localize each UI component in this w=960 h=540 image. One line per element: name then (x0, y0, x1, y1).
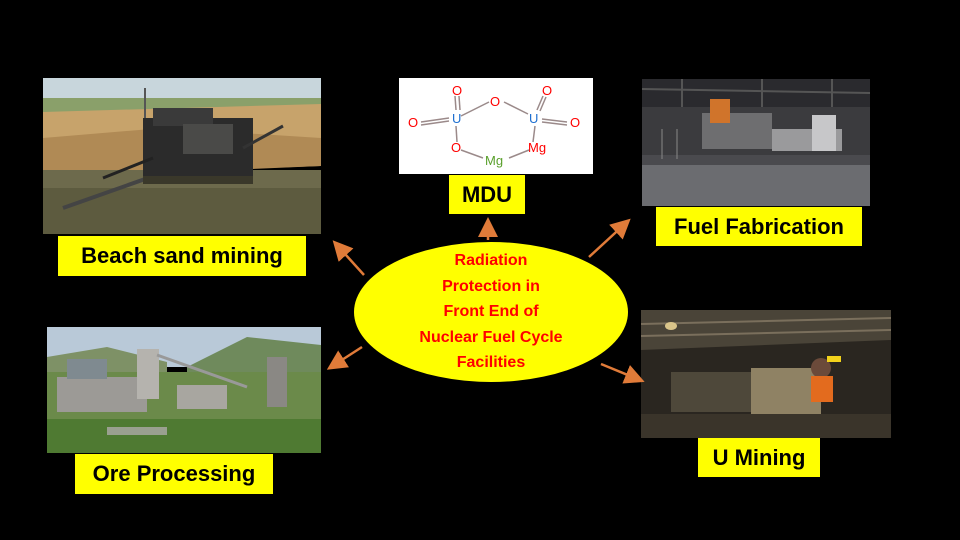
oxygen-atom: O (408, 115, 418, 130)
arrow-to-umining (600, 362, 645, 384)
center-title-line: Radiation (454, 252, 528, 270)
beach-sand-mining-photo (43, 78, 321, 234)
center-title-line: Nuclear Fuel Cycle (419, 328, 563, 346)
center-title-line: Protection in (442, 277, 540, 295)
uranium-atom: U (452, 111, 461, 126)
oxygen-atom: O (542, 83, 552, 98)
arrow-to-fuel (588, 218, 631, 258)
center-title: Radiation Protection in Front End of Nuc… (386, 248, 596, 376)
arrow-to-ore (326, 345, 363, 370)
center-title-line: Facilities (456, 354, 526, 372)
oxygen-atom: O (570, 115, 580, 130)
ore-processing-label: Ore Processing (75, 454, 273, 494)
ore-processing-photo (47, 327, 321, 453)
beach-sand-mining-label: Beach sand mining (58, 236, 306, 276)
oxygen-atom: O (490, 94, 500, 109)
oxygen-atom: O (451, 140, 461, 155)
arrow-to-beach (332, 240, 365, 276)
mdu-structure-image: O U O O U O O O Mg Mg (399, 78, 593, 174)
fuel-fabrication-label: Fuel Fabrication (656, 207, 862, 246)
u-mining-label: U Mining (698, 438, 820, 477)
magnesium-atom: Mg (485, 153, 503, 168)
fuel-fabrication-photo (642, 79, 870, 206)
mdu-label: MDU (449, 175, 525, 214)
uranium-atom: U (529, 111, 538, 126)
oxygen-atom: O (452, 83, 462, 98)
center-title-line: Front End of (443, 303, 539, 321)
oxygen-atom: Mg (528, 140, 546, 155)
center-ellipse: Radiation Protection in Front End of Nuc… (354, 242, 628, 382)
u-mining-photo (641, 310, 891, 438)
